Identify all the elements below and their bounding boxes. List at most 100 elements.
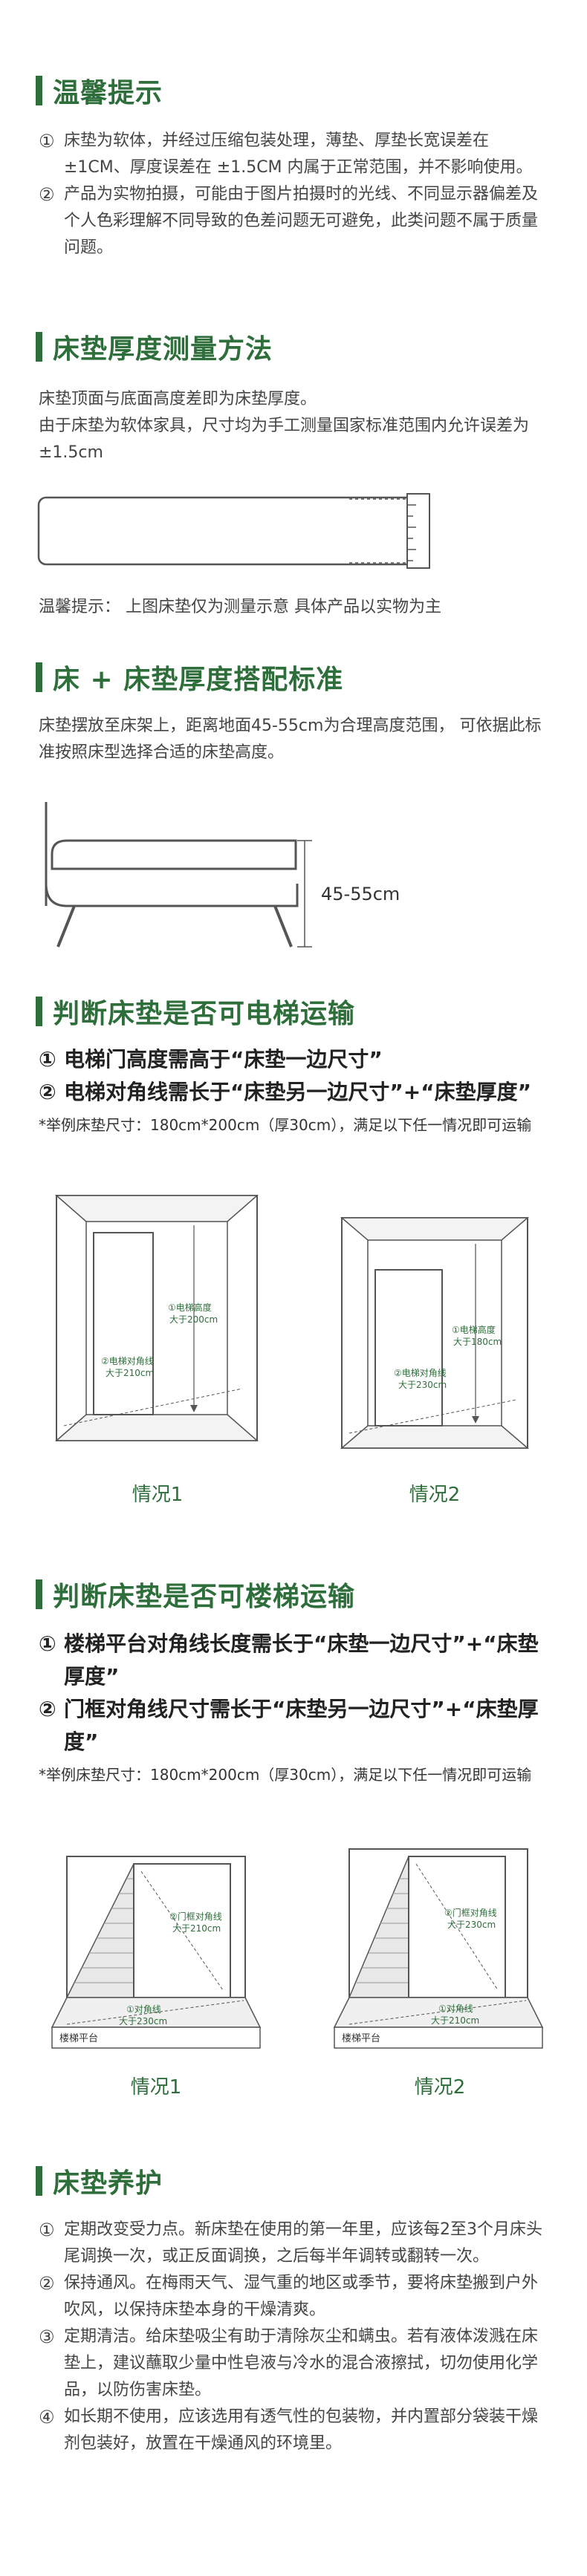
item-number: ② <box>39 2273 55 2294</box>
svg-text:①电梯高度: ①电梯高度 <box>168 1302 212 1313</box>
item-number: ① <box>39 1631 56 1656</box>
list-item: ② 产品为实物拍摄，可能由于图片拍摄时的光线、不同显示器偏差及个人色彩理解不同导… <box>39 181 551 261</box>
item-number: ① <box>39 131 55 151</box>
svg-text:楼梯平台: 楼梯平台 <box>59 2033 98 2044</box>
item-number: ② <box>39 1697 56 1721</box>
section-title-text: 判断床垫是否可电梯运输 <box>53 999 356 1029</box>
elevator-case-1-caption: 情况1 <box>132 1484 184 1506</box>
svg-text:大于200cm: 大于200cm <box>169 1314 218 1325</box>
list-item: ② 保持通风。在梅雨天气、湿气重的地区或季节，要将床垫搬到户外吹风，以保持床垫本… <box>39 2270 551 2324</box>
title-bar <box>36 332 42 362</box>
stairs-case-1-caption: 情况1 <box>130 2076 182 2099</box>
thickness-note: 温馨提示： 上图床垫仅为测量示意 具体产品以实物为主 <box>39 598 441 616</box>
item-number: ② <box>39 184 55 205</box>
height-label: 45-55cm <box>321 884 400 904</box>
title-bar <box>36 662 42 692</box>
title-bar <box>36 76 42 105</box>
bed-leg <box>273 905 293 948</box>
section-title-elevator: 判断床垫是否可电梯运输 <box>36 995 356 1029</box>
door-frame <box>408 1856 506 1998</box>
section-title-thickness: 床垫厚度测量方法 <box>36 330 273 365</box>
svg-text:①对角线: ①对角线 <box>438 2003 473 2014</box>
item-number: ① <box>39 1047 56 1072</box>
diagonal-line <box>63 1388 243 1426</box>
mattress-shape <box>37 496 427 566</box>
bed-leg <box>56 905 76 948</box>
mattress-shape <box>51 839 297 870</box>
item-text: 电梯对角线需长于“床垫另一边尺寸”+“床垫厚度” <box>64 1080 532 1104</box>
svg-text:大于210cm: 大于210cm <box>172 1923 221 1934</box>
item-text: 定期清洁。给床垫吸尘有助于清除灰尘和螨虫。若有液体泼溅在床垫上，建议蘸取少量中性… <box>64 2327 539 2399</box>
item-text: 定期改变受力点。新床垫在使用的第一年里，应该每2至3个月床头尾调换一次，或正反面… <box>64 2220 542 2266</box>
elevator-door <box>374 1269 443 1426</box>
ruler-ticks <box>407 504 416 561</box>
elevator-door <box>93 1232 154 1415</box>
stairs-case-1-diagram: ②门框对角线 大于210cm ①对角线 大于230cm 楼梯平台 <box>51 1856 262 2049</box>
item-number: ④ <box>39 2407 55 2427</box>
paragraph: 床垫顶面与底面高度差即为床垫厚度。 <box>39 390 317 408</box>
svg-text:②门框对角线: ②门框对角线 <box>169 1911 222 1922</box>
svg-text:②电梯对角线: ②电梯对角线 <box>101 1356 154 1366</box>
section-title-text: 温馨提示 <box>53 78 163 108</box>
svg-text:大于230cm: 大于230cm <box>398 1380 447 1390</box>
paragraph: 由于床垫为软体家具，尺寸均为手工测量国家标准范围内允许误差为±1.5cm <box>39 417 530 462</box>
item-text: 电梯门高度需高于“床垫一边尺寸” <box>64 1047 383 1072</box>
list-item: ③ 定期清洁。给床垫吸尘有助于清除灰尘和螨虫。若有液体泼溅在床垫上，建议蘸取少量… <box>39 2324 551 2404</box>
item-text: 床垫为软体，并经过压缩包装处理，薄垫、厚垫长宽误差在±1CM、厚度误差在 ±1.… <box>64 131 533 177</box>
item-number: ① <box>39 2220 55 2240</box>
svg-text:大于180cm: 大于180cm <box>453 1337 502 1347</box>
elevator-conditions: ① 电梯门高度需高于“床垫一边尺寸” ② 电梯对角线需长于“床垫另一边尺寸”+“… <box>39 1043 559 1109</box>
mattress-measure-illustration <box>37 493 430 569</box>
list-item: ② 门框对角线尺寸需长于“床垫另一边尺寸”+“床垫厚度” <box>39 1693 559 1758</box>
svg-text:①电梯高度: ①电梯高度 <box>452 1324 496 1335</box>
svg-text:楼梯平台: 楼梯平台 <box>342 2033 380 2044</box>
diagonal-line <box>348 1399 517 1434</box>
item-number: ② <box>39 1080 56 1104</box>
elevator-case-2-diagram: ①电梯高度 大于180cm ②电梯对角线 大于230cm <box>340 1217 530 1449</box>
list-item: ② 电梯对角线需长于“床垫另一边尺寸”+“床垫厚度” <box>39 1076 559 1109</box>
list-item: ① 定期改变受力点。新床垫在使用的第一年里，应该每2至3个月床头尾调换一次，或正… <box>39 2217 551 2270</box>
bed-height-illustration: 45-55cm <box>45 802 400 948</box>
door-frame <box>133 1863 231 1998</box>
list-item: ④ 如长期不使用，应该选用有透气性的包装物，并内置部分袋装干燥剂包装好，放置在干… <box>39 2404 551 2457</box>
section-title-care: 床垫养护 <box>36 2165 163 2199</box>
section-title-stairs: 判断床垫是否可楼梯运输 <box>36 1578 356 1612</box>
svg-text:②电梯对角线: ②电梯对角线 <box>394 1368 447 1378</box>
section-title-bedheight: 床 + 床垫厚度搭配标准 <box>36 661 344 695</box>
tips-list: ① 床垫为软体，并经过压缩包装处理，薄垫、厚垫长宽误差在±1CM、厚度误差在 ±… <box>39 128 551 261</box>
stairs-case-2-diagram: ②门框对角线 大于230cm ①对角线 大于210cm 楼梯平台 <box>333 1848 544 2049</box>
elevator-note: *举例床垫尺寸：180cm*200cm（厚30cm），满足以下任一情况即可运输 <box>39 1116 532 1134</box>
item-text: 如长期不使用，应该选用有透气性的包装物，并内置部分袋装干燥剂包装好，放置在干燥通… <box>64 2407 539 2453</box>
stairs-case-2-caption: 情况2 <box>414 2076 466 2099</box>
stairs-note: *举例床垫尺寸：180cm*200cm（厚30cm），满足以下任一情况即可运输 <box>39 1766 532 1784</box>
item-text: 楼梯平台对角线长度需长于“床垫一边尺寸”+“床垫厚度” <box>64 1631 539 1689</box>
svg-text:②门框对角线: ②门框对角线 <box>444 1907 497 1918</box>
item-text: 产品为实物拍摄，可能由于图片拍摄时的光线、不同显示器偏差及个人色彩理解不同导致的… <box>64 185 539 257</box>
svg-text:大于230cm: 大于230cm <box>119 2016 167 2026</box>
svg-text:大于230cm: 大于230cm <box>447 1920 496 1930</box>
title-bar <box>36 997 42 1026</box>
section-title-text: 床垫养护 <box>53 2168 163 2199</box>
list-item: ① 楼梯平台对角线长度需长于“床垫一边尺寸”+“床垫厚度” <box>39 1628 559 1693</box>
svg-text:大于210cm: 大于210cm <box>106 1368 154 1378</box>
bedheight-text: 床垫摆放至床架上，距离地面45-55cm为合理高度范围， 可依据此标准按照床型选… <box>39 717 542 762</box>
section-title-text: 判断床垫是否可楼梯运输 <box>53 1582 356 1612</box>
item-text: 门框对角线尺寸需长于“床垫另一边尺寸”+“床垫厚度” <box>64 1697 539 1754</box>
section-title-text: 床垫厚度测量方法 <box>53 334 273 365</box>
section-title-text: 床 + 床垫厚度搭配标准 <box>53 665 344 695</box>
ruler-icon <box>406 493 430 569</box>
care-list: ① 定期改变受力点。新床垫在使用的第一年里，应该每2至3个月床头尾调换一次，或正… <box>39 2217 551 2457</box>
svg-text:①对角线: ①对角线 <box>126 2004 161 2015</box>
title-bar <box>36 2166 42 2196</box>
stairs-conditions: ① 楼梯平台对角线长度需长于“床垫一边尺寸”+“床垫厚度” ② 门框对角线尺寸需… <box>39 1628 559 1758</box>
item-text: 保持通风。在梅雨天气、湿气重的地区或季节，要将床垫搬到户外吹风，以保持床垫本身的… <box>64 2274 539 2319</box>
svg-text:大于210cm: 大于210cm <box>431 2015 479 2026</box>
list-item: ① 电梯门高度需高于“床垫一边尺寸” <box>39 1043 559 1076</box>
list-item: ① 床垫为软体，并经过压缩包装处理，薄垫、厚垫长宽误差在±1CM、厚度误差在 ±… <box>39 128 551 181</box>
thickness-text: 床垫顶面与底面高度差即为床垫厚度。 由于床垫为软体家具，尺寸均为手工测量国家标准… <box>39 386 551 466</box>
item-number: ③ <box>39 2326 55 2347</box>
section-title-tips: 温馨提示 <box>36 74 163 108</box>
elevator-case-2-caption: 情况2 <box>409 1484 461 1506</box>
title-bar <box>36 1579 42 1609</box>
